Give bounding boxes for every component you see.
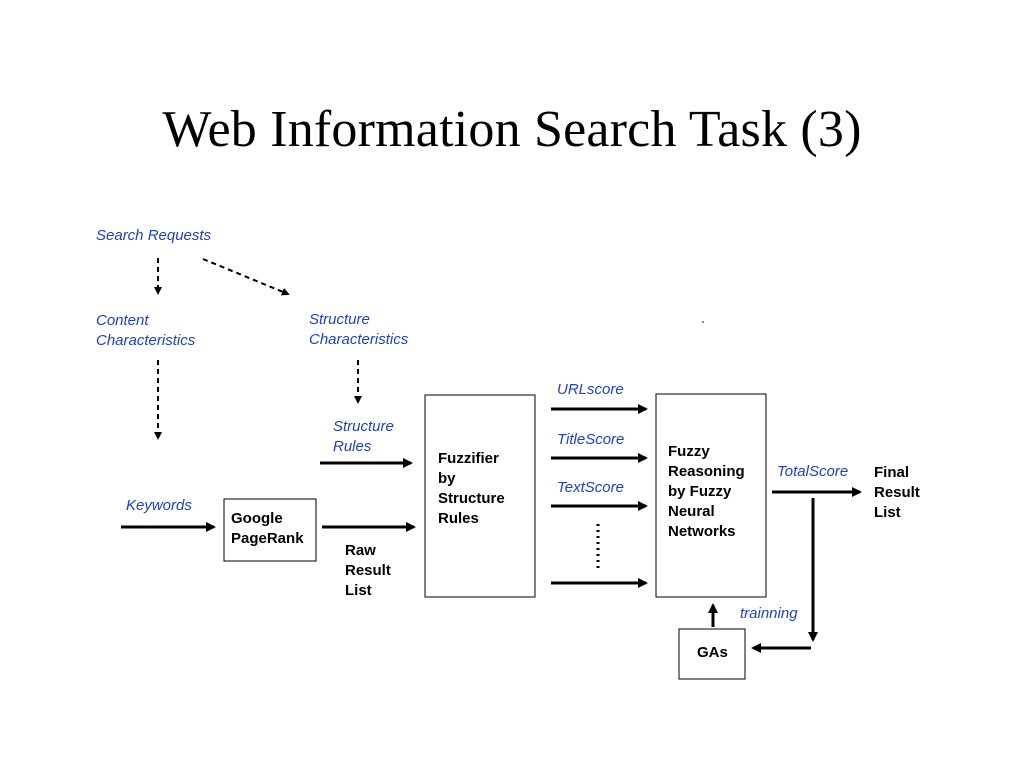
fuzzy-reasoning-box (655, 393, 767, 598)
label-trainning: trainning (740, 605, 798, 622)
dashed-arrow-to-structure (202, 258, 290, 296)
raw-result-list-line-1: Raw (345, 542, 376, 559)
fuzzifier-box-line-1: Fuzzifier (438, 450, 499, 467)
reasoning-box-line-3: by Fuzzy (668, 483, 732, 500)
google-box-line-2: PageRank (231, 530, 304, 547)
reasoning-box-line-2: Reasoning (668, 463, 745, 480)
label-structure-characteristics-1: Structure (309, 311, 370, 328)
label-structure-rules-2: Rules (333, 438, 372, 455)
final-result-list-line-1: Final (874, 464, 909, 481)
label-textscore: TextScore (557, 479, 624, 496)
raw-result-list-line-2: Result (345, 562, 391, 579)
raw-result-list-line-3: List (345, 582, 372, 599)
google-box-line-1: Google (231, 510, 283, 527)
label-structure-rules-1: Structure (333, 418, 394, 435)
final-result-list-line-3: List (874, 504, 901, 521)
fuzzifier-box-line-2: by (438, 470, 456, 487)
gas-box (678, 628, 746, 680)
final-result-list-line-2: Result (874, 484, 920, 501)
label-structure-characteristics-2: Characteristics (309, 331, 409, 348)
gas-box-label: GAs (697, 644, 728, 661)
reasoning-box-line-5: Networks (668, 523, 736, 540)
label-totalscore: TotalScore (777, 463, 848, 480)
google-pagerank-box (223, 498, 317, 562)
label-search-requests: Search Requests (96, 227, 212, 244)
stray-dot (702, 321, 704, 323)
label-content-characteristics-1: Content (96, 312, 149, 329)
label-keywords: Keywords (126, 497, 192, 514)
slide-title: Web Information Search Task (3) (162, 101, 862, 158)
reasoning-box-line-1: Fuzzy (668, 443, 710, 460)
label-titlescore: TitleScore (557, 431, 624, 448)
fuzzifier-box (424, 394, 536, 598)
fuzzifier-box-line-3: Structure (438, 490, 505, 507)
label-content-characteristics-2: Characteristics (96, 332, 196, 349)
reasoning-box-line-4: Neural (668, 503, 715, 520)
fuzzifier-box-line-4: Rules (438, 510, 479, 527)
label-urlscore: URLscore (557, 381, 624, 398)
